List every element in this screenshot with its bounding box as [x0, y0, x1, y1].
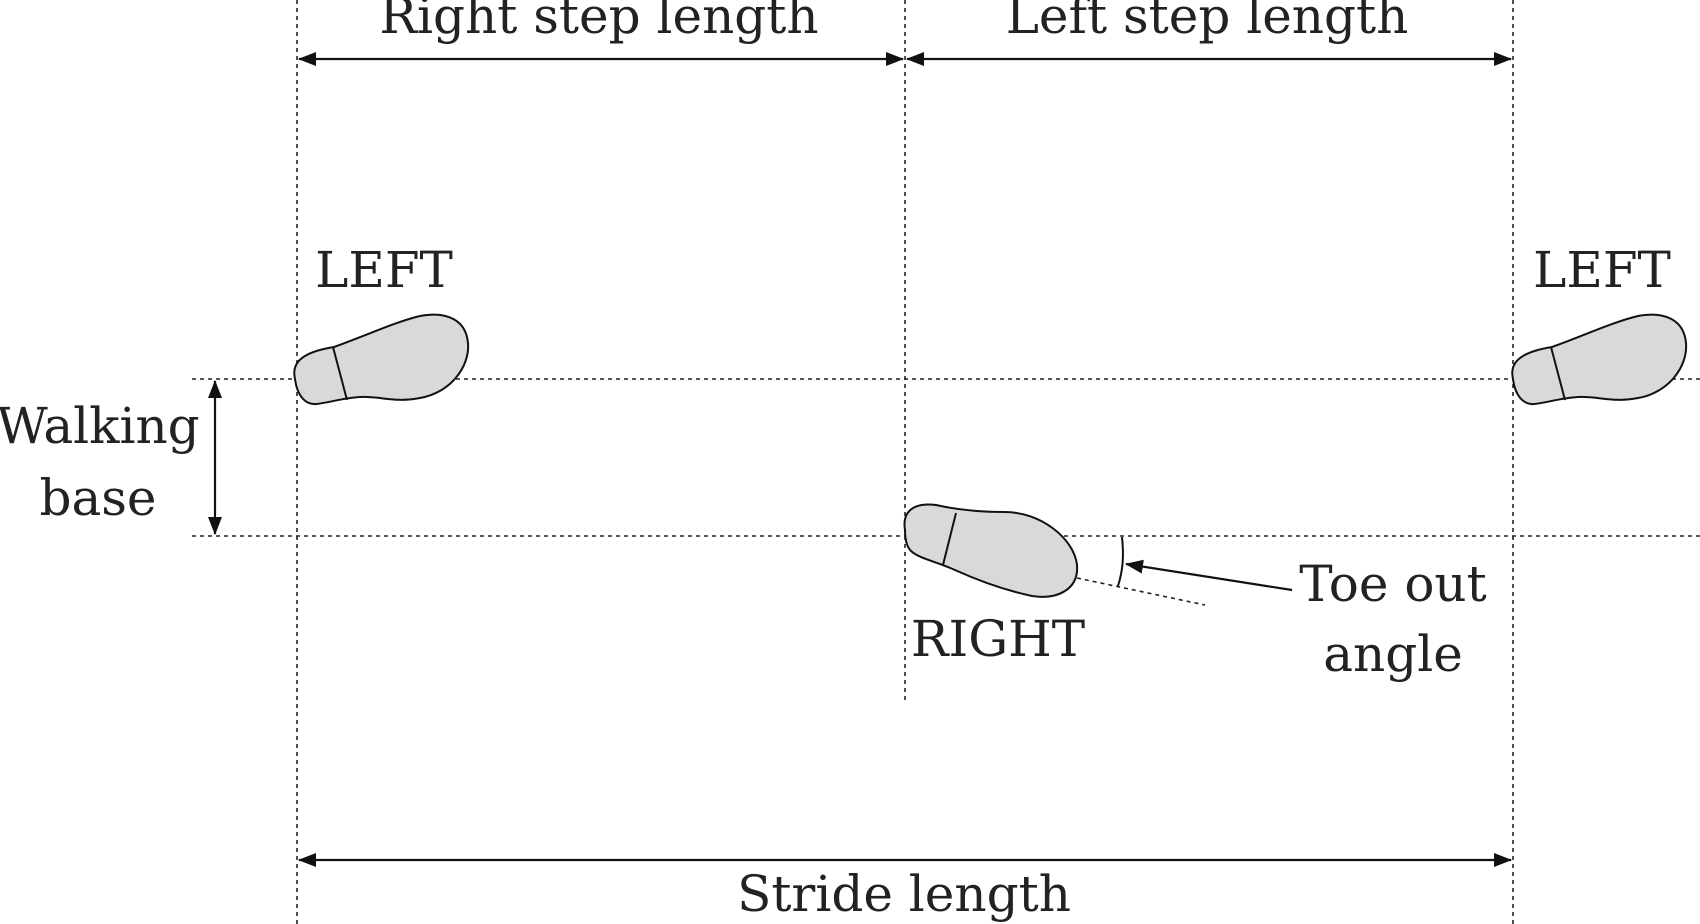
footprint-arch-line: [332, 346, 348, 401]
footprint-sole: [1511, 313, 1688, 406]
walking-base-label-line2: base: [39, 469, 156, 527]
walking-base-label-line1: Walking: [0, 397, 200, 455]
left-step-length-label: Left step length: [1006, 0, 1409, 45]
left-footprint-2-label: LEFT: [1533, 241, 1671, 299]
toe-out-angle-label-line2: angle: [1323, 625, 1463, 683]
footprint-sole: [903, 503, 1079, 598]
right-footprint-label: RIGHT: [911, 610, 1085, 668]
left-footprint-1: [293, 313, 470, 406]
toe-out-angle-arrow: [1125, 559, 1293, 592]
toe-out-angle-line: [1076, 577, 1206, 606]
stride-length-label: Stride length: [737, 865, 1071, 923]
footprint-sole: [293, 313, 470, 406]
left-footprint-2: [1511, 313, 1688, 406]
toe-out-angle-arc: [1117, 536, 1124, 587]
footprint-arch-line: [1550, 346, 1566, 401]
footprint-arch-line: [942, 512, 957, 566]
toe-out-angle-label-line1: Toe out: [1299, 555, 1486, 613]
left-footprint-1-label: LEFT: [315, 241, 453, 299]
right-footprint: [903, 503, 1079, 598]
right-step-length-label: Right step length: [379, 0, 818, 45]
